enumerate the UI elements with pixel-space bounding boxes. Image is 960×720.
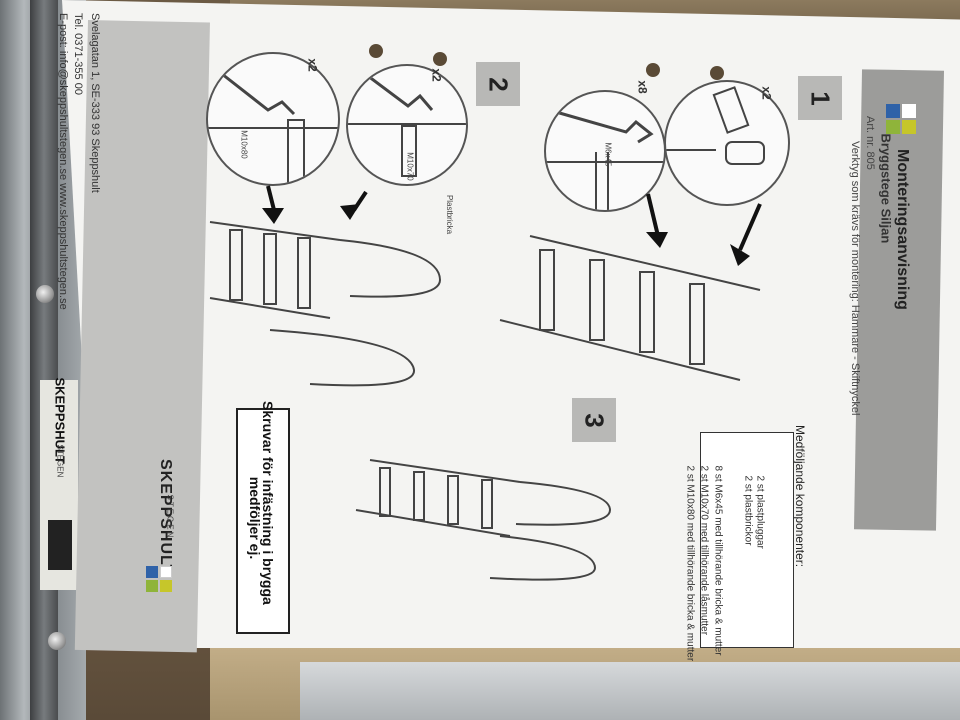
logo-square: [146, 580, 158, 592]
punch-hole: [710, 66, 724, 80]
badge-x2: x2: [305, 58, 320, 72]
punch-hole: [369, 44, 383, 58]
logo-square: [886, 120, 900, 134]
step-number-2: 2: [476, 62, 520, 106]
contact-line-3: E-post: info@skeppshultstegen.se www.ske…: [57, 13, 69, 310]
bolt-illustration: [348, 74, 466, 177]
step-label: 2: [483, 76, 514, 92]
ladder-step3: [355, 459, 612, 581]
detail-circle-plug: [664, 80, 790, 206]
components-box: [700, 432, 794, 648]
doc-article: Art. nr. 805: [864, 116, 876, 170]
badge-x2: x2: [429, 68, 444, 82]
badge-x2: x2: [759, 86, 774, 100]
step-number-3: 3: [572, 398, 616, 442]
doc-tools: Verktyg som krävs för montering: Hammare…: [849, 141, 861, 416]
contact-line-2: Tel. 0371-355 00: [72, 13, 84, 95]
label-m10x80: M10x80: [239, 130, 249, 159]
bolt-illustration: [208, 72, 338, 184]
logo-square: [160, 580, 172, 592]
label-m10x70: M10x70: [405, 152, 415, 181]
logo-square: [902, 120, 916, 134]
label-m6x45: M6x45: [603, 142, 613, 167]
ladder-step1: [499, 235, 761, 381]
rail-bolt: [36, 285, 54, 303]
arrow-icon: [646, 193, 668, 248]
brand-logo: [146, 566, 174, 594]
badge-x8: x8: [635, 80, 650, 94]
step-number-1: 1: [798, 76, 842, 120]
detail-circle-m10x80: [206, 52, 340, 186]
arrow-icon: [730, 203, 762, 266]
brand-sub: STEGEN: [165, 494, 175, 540]
detail-circle-m10x70: [346, 64, 468, 186]
punch-hole: [433, 52, 447, 66]
doc-product: Bryggstege Siljan: [878, 133, 894, 244]
ladder-illustrations: [209, 185, 762, 581]
contact-line-1: Svelagatan 1, SE-333 93 Skeppshult: [89, 13, 101, 193]
title-logo: [886, 104, 916, 134]
arrow-icon: [262, 185, 284, 224]
logo-square: [886, 104, 900, 118]
wrench-illustration: [546, 110, 664, 210]
ladder-rail: [30, 0, 58, 720]
ladder-step2: [209, 221, 442, 387]
detail-circle-wrench: [544, 90, 666, 212]
punch-hole: [646, 63, 660, 77]
sticker-dark-block: [48, 520, 72, 570]
doc-title: Monteringsanvisning: [894, 149, 911, 310]
step-label: 1: [805, 90, 836, 106]
plug-illustration: [666, 86, 765, 165]
logo-square: [146, 566, 158, 578]
logo-square: [902, 104, 916, 118]
logo-square: [160, 566, 172, 578]
notice-box: [236, 408, 290, 634]
arrow-icon: [340, 190, 368, 220]
rail-bolt: [48, 632, 66, 650]
components-title: Medföljande komponenter:: [793, 425, 807, 568]
bottom-metal-part: [300, 662, 960, 720]
